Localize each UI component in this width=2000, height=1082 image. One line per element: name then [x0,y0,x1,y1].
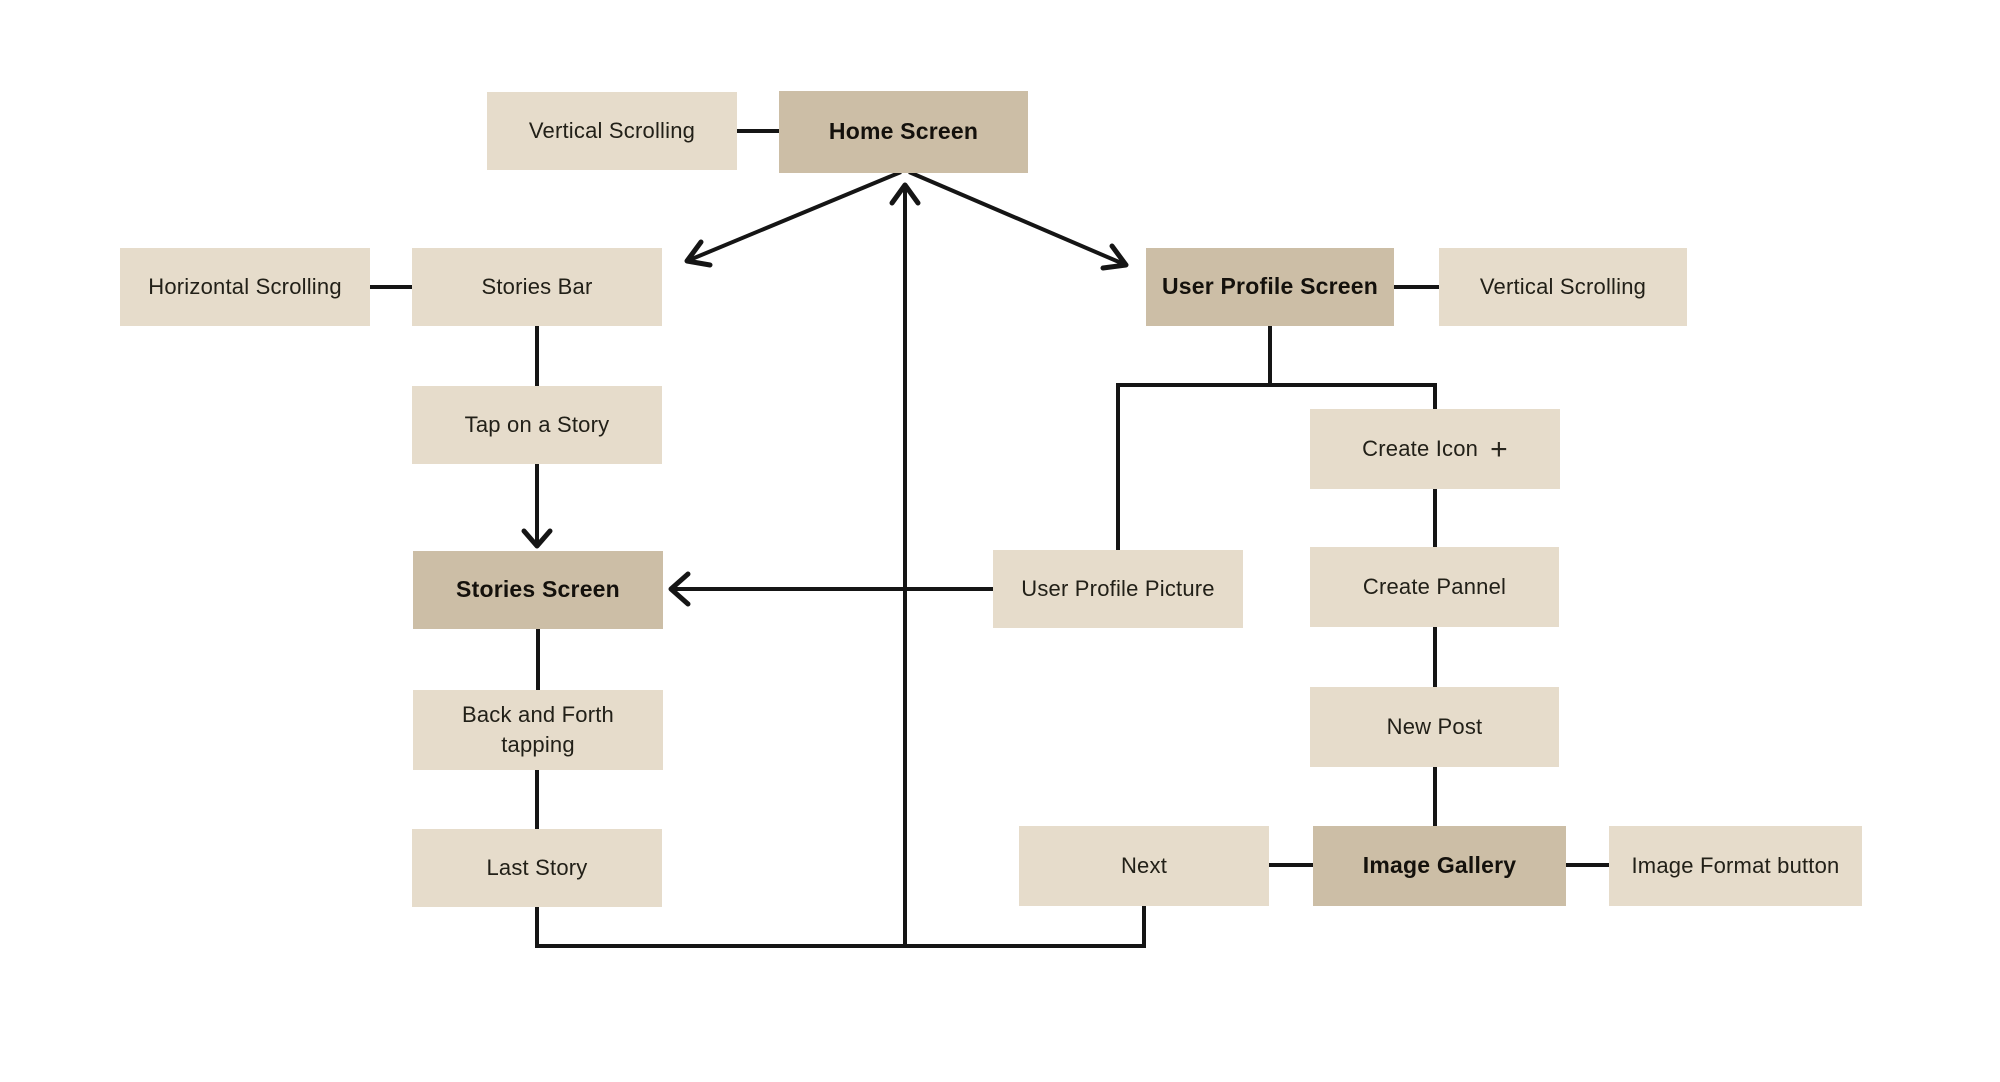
node-vertical-scrolling-top[interactable]: Vertical Scrolling [487,92,737,170]
edge-ups-t-split [1116,383,1437,552]
node-label: User Profile Screen [1161,273,1378,300]
arrowhead-user-profile [1100,243,1129,271]
node-label: Tap on a Story [464,412,610,438]
arrowhead-home-up [889,182,921,206]
node-next[interactable]: Next [1019,826,1269,906]
arrowhead-stories-bar [684,239,713,268]
edge-bottom-loop [535,904,1146,948]
node-label: User Profile Picture [1021,576,1215,602]
node-label: Back and Forth tapping [462,702,614,757]
node-image-gallery[interactable]: Image Gallery [1313,826,1566,906]
node-image-format-button[interactable]: Image Format button [1609,826,1862,906]
node-last-story[interactable]: Last Story [412,829,662,907]
node-tap-on-a-story[interactable]: Tap on a Story [412,386,662,464]
node-back-and-forth-tapping[interactable]: Back and Forth tapping [413,690,663,770]
node-label: Image Gallery [1362,852,1517,879]
node-label: Stories Screen [456,576,620,603]
node-label: Horizontal Scrolling [148,274,342,300]
node-label: Next [1120,853,1168,879]
node-new-post[interactable]: New Post [1310,687,1559,767]
node-user-profile-picture[interactable]: User Profile Picture [993,550,1243,628]
node-label: Image Format button [1631,853,1840,879]
node-label: Create Icon [1362,436,1479,462]
node-label: Home Screen [828,118,979,145]
node-create-icon[interactable]: Create Icon + [1310,409,1560,489]
node-home-screen[interactable]: Home Screen [779,91,1028,173]
node-label: Last Story [486,855,588,881]
arrowhead-stories-screen-down [521,528,553,549]
node-label: Vertical Scrolling [528,118,696,144]
node-user-profile-screen[interactable]: User Profile Screen [1146,248,1394,326]
node-vertical-scrolling-right[interactable]: Vertical Scrolling [1439,248,1687,326]
node-label: New Post [1386,714,1483,740]
arrowhead-stories-screen-left [668,571,691,607]
edge-home-stories-bar-diagonal [686,170,902,263]
node-label: Create Pannel [1362,574,1507,600]
node-horizontal-scrolling[interactable]: Horizontal Scrolling [120,248,370,326]
node-create-pannel[interactable]: Create Pannel [1310,547,1559,627]
node-stories-screen[interactable]: Stories Screen [413,551,663,629]
node-label: Vertical Scrolling [1479,274,1647,300]
edge-home-user-profile-diagonal [908,170,1127,267]
node-label: Stories Bar [481,274,593,300]
node-stories-bar[interactable]: Stories Bar [412,248,662,326]
plus-icon: + [1490,433,1508,466]
